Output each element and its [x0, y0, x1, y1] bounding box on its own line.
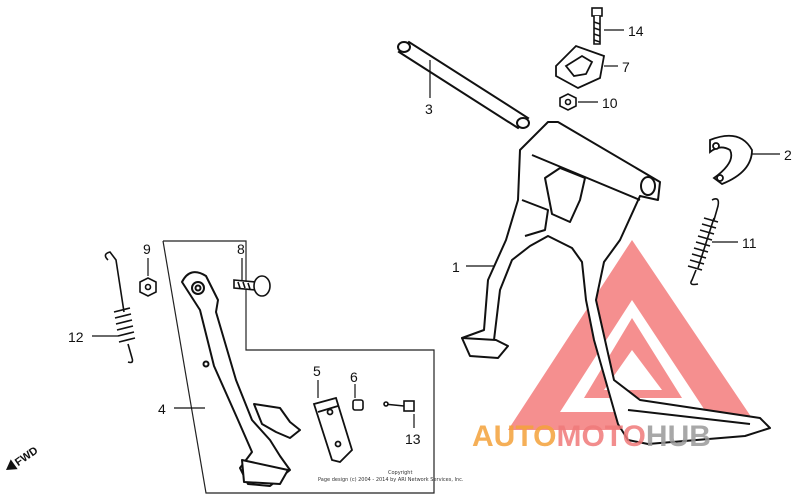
- fwd-arrow-icon: [6, 459, 18, 470]
- watermark-part-3: HUB: [645, 420, 711, 453]
- callout-7: 7: [622, 59, 630, 75]
- fwd-label: FWD: [13, 445, 40, 469]
- part-8-pivot-bolt: [233, 275, 271, 297]
- part-10-nut: [559, 93, 577, 111]
- part-4-side-stand: [181, 271, 301, 487]
- callout-14: 14: [628, 23, 644, 39]
- fwd-direction-marker: FWD: [6, 445, 40, 470]
- callout-8: 8: [237, 241, 245, 257]
- callout-10: 10: [602, 95, 618, 111]
- part-1-main-stand: [461, 121, 771, 445]
- part-13-bolt: [383, 400, 415, 412]
- callout-11: 11: [742, 235, 757, 251]
- part-11-spring: [687, 198, 720, 286]
- part-5-bracket: [312, 396, 354, 463]
- callout-12: 12: [68, 329, 84, 345]
- part-9-nut: [139, 277, 157, 297]
- watermark-text: AUTOMOTOHUB: [472, 420, 797, 460]
- part-7-stopper-rubber: [555, 44, 606, 90]
- part-6-pin: [352, 399, 364, 411]
- part-14-bolt: [591, 7, 603, 45]
- part-3-pivot-pipe: [397, 40, 530, 130]
- callout-4: 4: [158, 401, 166, 417]
- callout-5: 5: [313, 363, 321, 379]
- copyright-line-1: Copyright: [388, 470, 412, 476]
- sidestand-group-outline: [162, 240, 435, 494]
- callout-9: 9: [143, 241, 151, 257]
- callout-3: 3: [425, 101, 433, 117]
- callout-2: 2: [784, 147, 792, 163]
- leader-lines: [92, 29, 780, 428]
- callout-6: 6: [350, 369, 358, 385]
- watermark-part-2: MOTO: [556, 420, 646, 453]
- copyright-note: Copyright Page design (c) 2004 - 2014 by…: [318, 470, 464, 483]
- callout-1: 1: [452, 259, 460, 275]
- watermark-outer-triangle: [508, 240, 760, 430]
- part-12-spring: [104, 251, 136, 364]
- copyright-line-2: Page design (c) 2004 - 2014 by ARI Netwo…: [318, 477, 464, 483]
- callout-labels: 1 2 3 4 5 6 7 8 9 10 11 12 13 14: [68, 23, 792, 447]
- part-2-stopper-plate: [709, 134, 753, 186]
- callout-13: 13: [405, 431, 421, 447]
- watermark-part-1: AUTO: [472, 420, 557, 453]
